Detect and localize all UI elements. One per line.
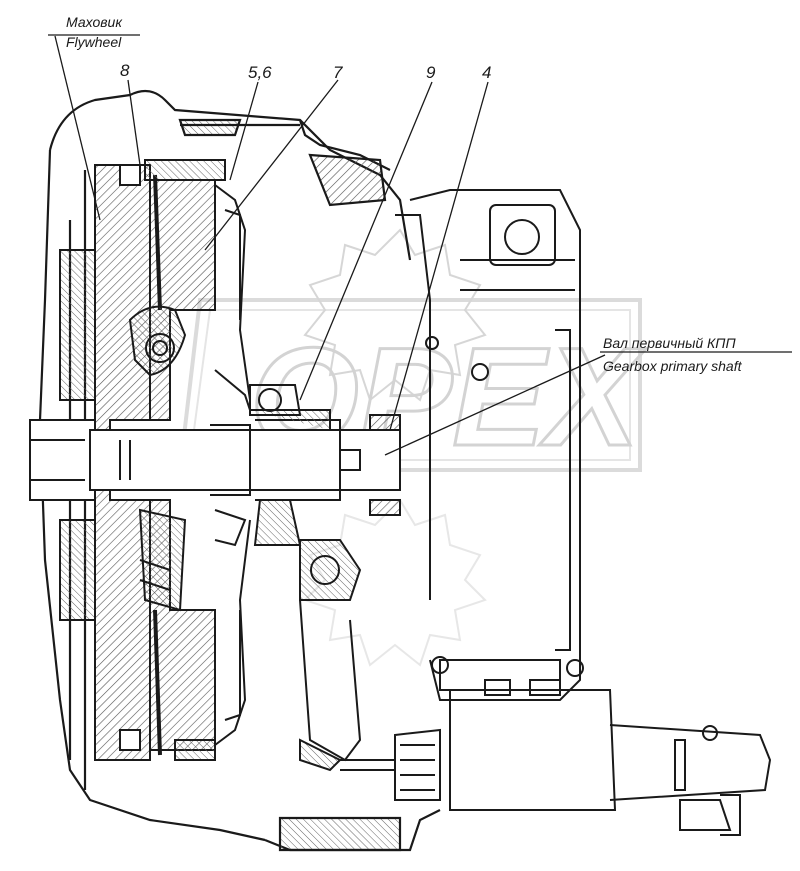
flywheel-label-en: Flywheel <box>66 34 122 50</box>
leader-lines <box>48 34 792 456</box>
clutch-actuator <box>340 679 772 836</box>
callout-8: 8 <box>120 61 130 80</box>
flywheel-label-ru: Маховик <box>66 14 123 30</box>
callout-9: 9 <box>426 63 436 82</box>
shaft-label-en: Gearbox primary shaft <box>603 358 743 374</box>
release-fork <box>299 539 362 772</box>
labels: Маховик Flywheel 8 5,6 7 9 4 Вал первичн… <box>66 14 743 374</box>
shaft-label-ru: Вал первичный КПП <box>603 335 736 351</box>
callout-4: 4 <box>482 63 491 82</box>
callout-7: 7 <box>333 63 343 82</box>
gearbox-primary-shaft <box>89 409 401 516</box>
callout-5-6: 5,6 <box>248 63 272 82</box>
cover-and-spring <box>128 184 251 746</box>
